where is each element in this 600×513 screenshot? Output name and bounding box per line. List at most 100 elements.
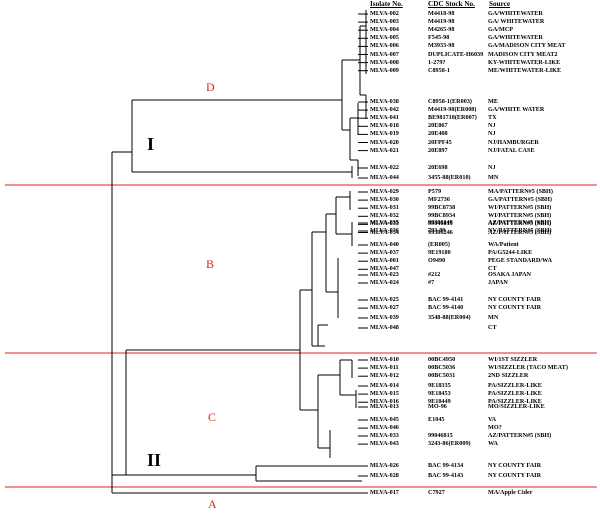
- cdc-stock-no: #212: [428, 271, 441, 278]
- source: TX: [488, 114, 497, 122]
- cdc-stock-no: 793-99: [428, 227, 446, 234]
- source: NY COUNTY FAIR: [488, 304, 542, 312]
- isolate-no: MLVA-028: [370, 472, 399, 479]
- cdc-stock-no: F545-98: [428, 34, 450, 42]
- cdc-stock-no: 3455-88(ER010): [428, 174, 471, 181]
- cdc-stock-no: 9E18453: [428, 390, 451, 398]
- isolate-no: MLVA-011: [370, 364, 399, 372]
- source: MA/Apple Cider: [488, 489, 533, 496]
- source: WI/PATTERN#5 (SBH): [488, 212, 552, 220]
- source: NJ/HAMBURGER: [488, 138, 539, 146]
- cdc-stock-no: E1045: [428, 416, 445, 423]
- cdc-stock-no: P579: [428, 188, 442, 195]
- isolate-no: MLVA-038: [370, 98, 399, 105]
- cdc-stock-no: 00BC5031: [428, 372, 456, 380]
- source: NY COUNTY FAIR: [488, 472, 542, 479]
- cdc-stock-no: 3243-86(ER009): [428, 440, 471, 448]
- source: CT: [488, 324, 497, 331]
- cdc-stock-no: M3933-98: [428, 42, 455, 50]
- isolate-no: MLVA-008: [370, 58, 399, 66]
- source: AZ/PATTERN#5 (SBH): [488, 220, 552, 228]
- isolate-no: MLVA-007: [370, 50, 399, 58]
- cdc-stock-no: M4419-98(ER008): [428, 106, 477, 114]
- source: KY-WHITEWATER-LIKE: [488, 58, 561, 66]
- cluster-label-D: D: [206, 80, 215, 94]
- source: NJ: [488, 122, 496, 130]
- isolate-no: MLVA-003: [370, 18, 399, 26]
- isolate-no: MLVA-017: [370, 489, 399, 496]
- cdc-stock-no: 20FPF45: [428, 138, 452, 146]
- cdc-stock-no: BAC 99-4143: [428, 472, 464, 479]
- cluster-label-B: B: [206, 257, 215, 271]
- isolate-no: MLVA-047: [370, 265, 399, 273]
- source: ME/WHITEWATER-LIKE: [488, 66, 562, 74]
- source: PA/G5244-LIKE: [488, 249, 533, 257]
- isolate-no: MLVA-014: [370, 382, 399, 389]
- source: JAPAN: [488, 279, 508, 286]
- source: MA/PATTERN#5 (SBH): [488, 188, 553, 195]
- isolate-no: MLVA-019: [370, 130, 399, 138]
- cdc-stock-no: C8958-1(ER003): [428, 98, 472, 105]
- cdc-stock-no: O9490: [428, 257, 446, 265]
- source: MADISON CITY MEAT2: [488, 50, 558, 58]
- cdc-stock-no: MO-96: [428, 403, 447, 410]
- cdc-stock-no: M4419-98: [428, 18, 455, 26]
- clade-label-II: II: [147, 450, 162, 470]
- isolate-no: MLVA-001: [370, 257, 399, 265]
- isolate-no: MLVA-033: [370, 432, 399, 439]
- source: PA/SIZZLER-LIKE: [488, 398, 542, 406]
- cdc-stock-no: 20E698: [428, 164, 448, 171]
- header-cdc: CDC Stock No.: [428, 0, 475, 8]
- isolate-no: MLVA-002: [370, 10, 399, 17]
- source: NY COUNTY FAIR: [488, 462, 542, 469]
- branch-cluster-C: [317, 374, 340, 449]
- isolate-no: MLVA-009: [370, 66, 399, 74]
- isolate-no: MLVA-031: [370, 204, 399, 212]
- cdc-stock-no: M4418-98: [428, 10, 455, 17]
- source: WA/Patient: [488, 241, 519, 248]
- source: ME: [488, 98, 498, 105]
- source: AZ/PATTERN#5 (SBH): [488, 432, 552, 439]
- source: MN: [488, 314, 499, 321]
- cdc-stock-no: BE981718(ER007): [428, 114, 477, 122]
- branch-cluster-B: [299, 289, 318, 411]
- isolate-no: MLVA-042: [370, 106, 399, 114]
- isolate-no: MLVA-040: [370, 241, 399, 248]
- header-isolate: Isolate No.: [370, 0, 403, 8]
- cdc-stock-no: 3548-88(ER004): [428, 314, 471, 321]
- cdc-stock-no: 99046815: [428, 220, 453, 228]
- cdc-stock-no: 20E867: [428, 122, 448, 130]
- isolate-no: MLVA-030: [370, 196, 399, 204]
- cdc-stock-no: C8958-1: [428, 66, 450, 74]
- source: GA/ WHITEWATER: [488, 18, 545, 26]
- source: NJ: [488, 130, 496, 138]
- cluster-label-C: C: [208, 410, 217, 424]
- branch-root: [111, 151, 258, 494]
- cdc-stock-no: 99306246: [428, 228, 453, 236]
- header-source: Source: [489, 0, 511, 8]
- isolate-no: MLVA-029: [370, 188, 399, 195]
- isolate-no: MLVA-005: [370, 34, 399, 42]
- source: GA/MCP: [488, 26, 514, 34]
- source: PA/SIZZLER-LIKE: [488, 390, 542, 398]
- cdc-stock-no: 9E18335: [428, 382, 451, 389]
- cdc-stock-no: 20E408: [428, 130, 448, 138]
- source: WI/1ST SIZZLER: [488, 356, 538, 363]
- branch-clade-II: [125, 349, 300, 476]
- source: AZ/PATTERN#5 (SBH): [488, 219, 552, 226]
- source: NV/PATTERN#5 (SBH): [488, 227, 552, 234]
- isolate-no: MLVA-032: [370, 212, 399, 220]
- cdc-stock-no: 99BC8738: [428, 204, 456, 212]
- isolate-no: MLVA-022: [370, 164, 399, 171]
- source: OSAKA JAPAN: [488, 271, 532, 278]
- source: VA: [488, 416, 497, 423]
- cdc-stock-no: MF2736: [428, 196, 450, 204]
- source: GA/WHITEWATER: [488, 10, 543, 17]
- isolate-no: MLVA-023: [370, 271, 399, 278]
- cdc-stock-no: C7927: [428, 489, 445, 496]
- isolate-no: MLVA-024: [370, 279, 399, 286]
- isolate-no: MLVA-006: [370, 42, 399, 50]
- source: MO/SIZZLER-LIKE: [488, 403, 545, 410]
